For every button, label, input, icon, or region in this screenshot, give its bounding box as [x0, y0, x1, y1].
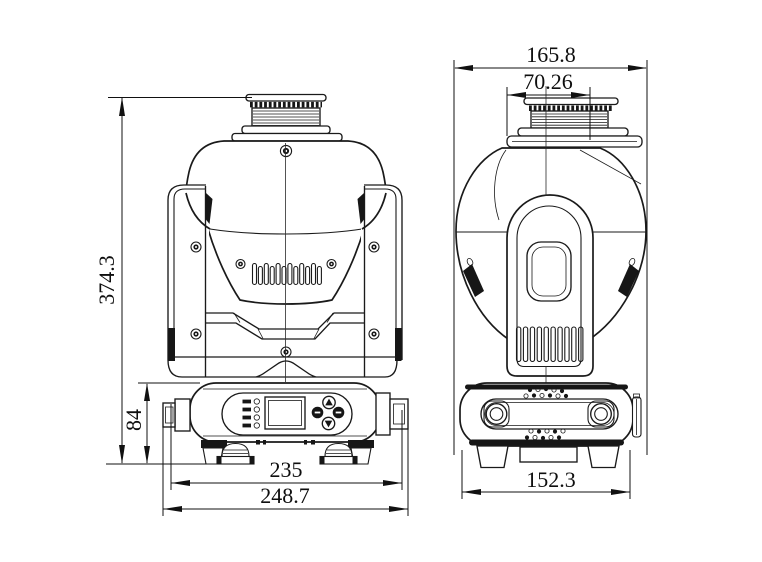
- menu-buttons[interactable]: [311, 395, 345, 431]
- menu-icon: [314, 411, 321, 414]
- yoke-handle-cutout: [526, 241, 572, 302]
- enter-icon: [335, 411, 342, 414]
- base-bottom-trim: [469, 439, 624, 446]
- front-base: [162, 382, 409, 465]
- front-yoke-right-arm: [357, 184, 403, 377]
- lcd-display[interactable]: [264, 396, 306, 430]
- head-depth-label: 165.8: [526, 42, 576, 67]
- side-feet: [476, 445, 620, 469]
- lens-width-label: 70.26: [523, 69, 573, 94]
- base-width-label: 235: [270, 457, 303, 482]
- side-vent-grille: [515, 326, 584, 363]
- clamp-fastener-right[interactable]: [587, 400, 615, 428]
- tilt-lock-right: [618, 264, 639, 297]
- base-height-label: 84: [121, 409, 146, 431]
- side-view: [455, 86, 647, 469]
- tilt-lock-left: [463, 264, 484, 297]
- front-feet: [201, 440, 374, 465]
- front-yoke-crossbar: [167, 312, 398, 378]
- front-vent-grille: [235, 258, 337, 286]
- dimension-overall-height: 374.3: [94, 97, 252, 465]
- rubber-foot-right: [319, 442, 358, 465]
- dimension-overall-width: 248.7: [162, 404, 409, 516]
- power-connector-right: [375, 392, 409, 436]
- down-arrow-icon: [324, 420, 333, 428]
- side-base: [459, 382, 642, 469]
- dimension-base-width: 235: [170, 404, 403, 490]
- front-yoke-left-arm: [167, 184, 213, 377]
- vent-holes-bottom: [524, 428, 566, 441]
- control-panel: [221, 392, 353, 436]
- dmx-connector-left: [162, 398, 191, 432]
- down-button[interactable]: [321, 416, 336, 431]
- base-depth-label: 152.3: [526, 467, 576, 492]
- front-view: [162, 93, 409, 465]
- up-arrow-icon: [325, 398, 333, 406]
- dimension-base-depth: 152.3: [461, 450, 631, 499]
- side-yoke-arm: [506, 194, 594, 377]
- front-lens-assembly: [231, 93, 343, 142]
- side-connector-stub: [631, 393, 642, 438]
- dimension-head-depth: 165.8: [453, 42, 648, 455]
- rubber-foot-left: [216, 442, 255, 465]
- clamp-fastener-left[interactable]: [483, 400, 510, 428]
- head-silhouette-overlay: [185, 192, 387, 230]
- side-head-diagonal-seam: [579, 149, 642, 185]
- dimension-base-height: 84: [121, 382, 200, 464]
- overall-height-label: 374.3: [94, 255, 119, 305]
- up-button[interactable]: [322, 395, 336, 410]
- indicator-leds: [242, 398, 260, 429]
- vent-holes-top: [523, 386, 569, 399]
- side-head-front-seam: [494, 149, 507, 221]
- yoke-stem-hump: [255, 360, 317, 378]
- side-lens-assembly: [506, 97, 643, 148]
- overall-width-label: 248.7: [260, 483, 310, 508]
- dimension-lens-width: 70.26: [506, 69, 591, 140]
- clamp-channel: [480, 398, 619, 430]
- dimension-annotations: 374.3 84 235 248.7: [94, 42, 648, 516]
- head-seam-line: [209, 228, 363, 235]
